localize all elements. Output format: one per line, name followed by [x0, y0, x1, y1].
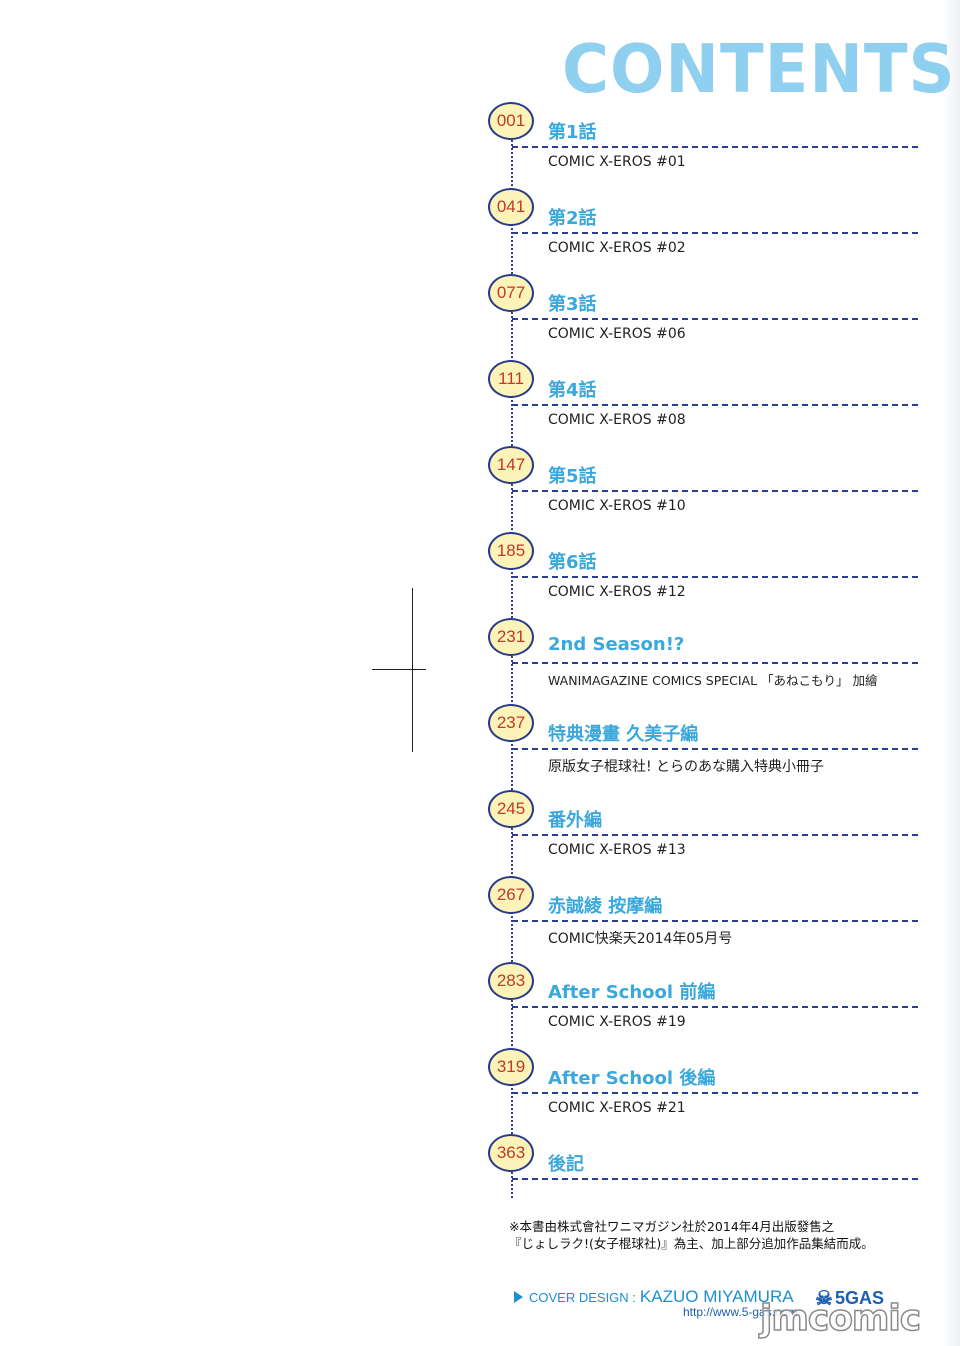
- chapter-title: 第3話: [548, 294, 597, 315]
- dashed-rule: [512, 490, 918, 492]
- dashed-rule: [512, 232, 918, 234]
- studio-logo-text: 5GAS: [834, 1288, 884, 1308]
- crop-mark-vertical: [412, 588, 413, 752]
- dashed-rule: [512, 1178, 918, 1180]
- page-number-badge: 283: [488, 962, 534, 1000]
- chapter-title: 第1話: [548, 122, 597, 143]
- chapter-source: COMIC X-EROS #21: [548, 1100, 686, 1116]
- chapter-title: 番外編: [548, 810, 602, 831]
- skull-logo-icon: ☠: [815, 1288, 833, 1310]
- page-edge-shadow: [942, 0, 960, 1346]
- page-number-badge: 147: [488, 446, 534, 484]
- chapter-source: COMIC X-EROS #13: [548, 842, 686, 858]
- page-number-badge: 001: [488, 102, 534, 140]
- dashed-rule: [512, 576, 918, 578]
- publication-note: ※本書由株式會社ワニマガジン社於2014年4月出版發售之 『じょしラク!(女子棍…: [509, 1218, 929, 1252]
- dashed-rule: [512, 920, 918, 922]
- toc-entry: 111 第4話 COMIC X-EROS #08: [0, 360, 960, 446]
- chapter-title: 第4話: [548, 380, 597, 401]
- dashed-rule: [512, 662, 918, 664]
- credit-name: KAZUO MIYAMURA: [639, 1287, 794, 1306]
- toc-entry: 363 後記: [0, 1134, 960, 1220]
- dashed-rule: [512, 748, 918, 750]
- page-number-badge: 245: [488, 790, 534, 828]
- crop-mark-horizontal: [372, 669, 426, 670]
- credit-label: COVER DESIGN :: [529, 1289, 636, 1305]
- dashed-rule: [512, 146, 918, 148]
- chapter-title: 2nd Season!?: [548, 634, 685, 655]
- toc-entry: 231 2nd Season!? WANIMAGAZINE COMICS SPECI…: [0, 618, 960, 704]
- chapter-title: After School 後編: [548, 1068, 716, 1089]
- page-number-badge: 319: [488, 1048, 534, 1086]
- chapter-title: 第2話: [548, 208, 597, 229]
- chapter-source: COMIC X-EROS #19: [548, 1014, 686, 1030]
- note-line-1: ※本書由株式會社ワニマガジン社於2014年4月出版發售之: [509, 1219, 835, 1234]
- chapter-source: COMIC X-EROS #02: [548, 240, 686, 256]
- page-number-badge: 185: [488, 532, 534, 570]
- dashed-rule: [512, 1006, 918, 1008]
- toc-entry: 267 赤誠綾 按摩編 COMIC快楽天2014年05月号: [0, 876, 960, 962]
- chapter-source: WANIMAGAZINE COMICS SPECIAL 「あねこもり」 加繪: [548, 673, 878, 688]
- contents-title: CONTENTS: [562, 31, 956, 109]
- watermark: jmcomic: [759, 1297, 922, 1340]
- toc-entry: 245 番外編 COMIC X-EROS #13: [0, 790, 960, 876]
- chapter-title: 第6話: [548, 552, 597, 573]
- studio-url: http://www.5-gas.com: [683, 1305, 798, 1319]
- toc-entry: 077 第3話 COMIC X-EROS #06: [0, 274, 960, 360]
- chapter-title: 後記: [548, 1154, 584, 1175]
- page-number-badge: 077: [488, 274, 534, 312]
- page-number-badge: 111: [488, 360, 534, 398]
- chapter-source: COMIC X-EROS #08: [548, 412, 686, 428]
- dashed-rule: [512, 318, 918, 320]
- chapter-title: After School 前編: [548, 982, 716, 1003]
- chapter-source: COMIC X-EROS #06: [548, 326, 686, 342]
- page-number-badge: 363: [488, 1134, 534, 1172]
- chapter-source: COMIC快楽天2014年05月号: [548, 931, 733, 947]
- cover-design-credit: COVER DESIGN : KAZUO MIYAMURA: [514, 1284, 794, 1310]
- toc-entry: 001 第1話 COMIC X-EROS #01: [0, 102, 960, 188]
- page-number-badge: 231: [488, 618, 534, 656]
- page-number-badge: 267: [488, 876, 534, 914]
- chapter-title: 赤誠綾 按摩編: [548, 896, 663, 917]
- studio-logo: ☠ 5GAS: [815, 1286, 884, 1311]
- triangle-arrow-icon: [514, 1291, 523, 1303]
- page-number-badge: 041: [488, 188, 534, 226]
- page-number-badge: 237: [488, 704, 534, 742]
- dashed-rule: [512, 1092, 918, 1094]
- dashed-rule: [512, 404, 918, 406]
- chapter-source: 原版女子棍球社! とらのあな購入特典小冊子: [548, 759, 825, 775]
- chapter-source: COMIC X-EROS #10: [548, 498, 686, 514]
- toc-spine-line: [511, 140, 513, 1198]
- dashed-rule: [512, 834, 918, 836]
- toc-entry: 147 第5話 COMIC X-EROS #10: [0, 446, 960, 532]
- chapter-source: COMIC X-EROS #01: [548, 154, 686, 170]
- chapter-title: 第5話: [548, 466, 597, 487]
- chapter-title: 特典漫畫 久美子編: [548, 724, 699, 745]
- toc-entry: 185 第6話 COMIC X-EROS #12: [0, 532, 960, 618]
- toc-entry: 041 第2話 COMIC X-EROS #02: [0, 188, 960, 274]
- note-line-2: 『じょしラク!(女子棍球社)』為主、加上部分追加作品集結而成。: [509, 1236, 874, 1251]
- chapter-source: COMIC X-EROS #12: [548, 584, 686, 600]
- toc-entry: 237 特典漫畫 久美子編原版女子棍球社! とらのあな購入特典小冊子: [0, 704, 960, 790]
